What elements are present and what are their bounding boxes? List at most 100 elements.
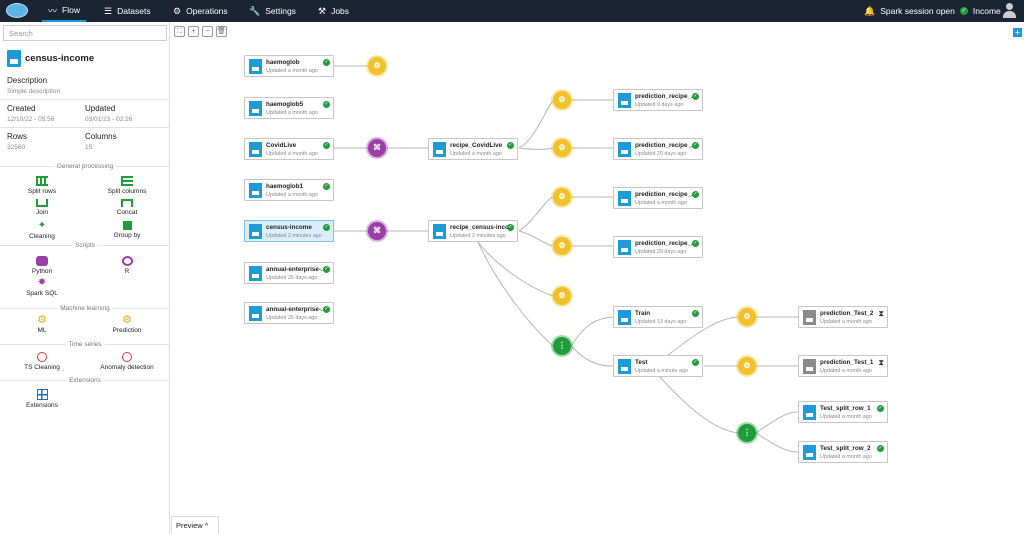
tool-split-columns[interactable]: Split columns: [97, 176, 157, 195]
zoom-out-icon[interactable]: −: [202, 26, 213, 37]
zoom-in-icon[interactable]: +: [188, 26, 199, 37]
anomaly-icon: [122, 352, 132, 362]
check-icon: ✓: [692, 191, 699, 198]
chevron-up-icon: ^: [204, 521, 209, 530]
tool-join[interactable]: Join: [12, 199, 72, 216]
edge: [477, 241, 554, 347]
session-status: Spark session open: [880, 6, 955, 16]
node-prediction-recipe-3[interactable]: prediction_recipe_...Updated a month ago…: [613, 187, 703, 209]
extensions-icon: [36, 389, 48, 400]
project-name[interactable]: Income: [972, 6, 1001, 16]
node-prediction-recipe-2[interactable]: prediction_recipe_...Updated 20 days ago…: [613, 138, 703, 160]
dataset-icon: [7, 50, 21, 67]
dataset-icon: [249, 266, 262, 281]
tool-r[interactable]: R: [97, 256, 157, 275]
tool-group-by[interactable]: Group by: [97, 221, 157, 239]
created-label: Created: [7, 104, 36, 113]
prediction-operator-icon[interactable]: ⚙: [553, 91, 571, 109]
trash-icon[interactable]: 🗑: [216, 26, 227, 37]
node-annual-enterprise-2[interactable]: annual-enterprise-...Updated 25 days ago…: [244, 302, 334, 324]
tool-prediction[interactable]: ⚙Prediction: [112, 314, 142, 335]
tool-cleaning[interactable]: ✦Cleaning: [29, 220, 55, 241]
tool-python[interactable]: Python: [12, 256, 72, 275]
dataset-icon: [249, 183, 262, 198]
python-operator-icon[interactable]: ⌘: [368, 139, 386, 157]
hourglass-icon: ⧗: [878, 358, 884, 367]
check-icon: ✓: [692, 240, 699, 247]
tool-ts-cleaning[interactable]: TS Cleaning: [12, 352, 72, 371]
tab-jobs[interactable]: ⚒Jobs: [318, 5, 350, 17]
ml-operator-icon[interactable]: ⚙: [553, 287, 571, 305]
split-rows-operator-icon[interactable]: ⋮: [738, 424, 756, 442]
prediction-operator-icon[interactable]: ⚙: [553, 237, 571, 255]
edge: [477, 241, 554, 297]
tab-settings[interactable]: 🔧Settings: [249, 5, 296, 17]
node-prediction-recipe-4[interactable]: prediction_recipe_...Updated 20 days ago…: [613, 236, 703, 258]
dataset-icon: [249, 306, 262, 321]
tab-operations[interactable]: ⚙Operations: [173, 5, 228, 17]
prediction-operator-icon[interactable]: ⚙: [553, 188, 571, 206]
description-value[interactable]: Simple description: [7, 88, 61, 95]
tool-split-rows[interactable]: Split rows: [12, 176, 72, 195]
recipe-icon: [618, 310, 631, 325]
edge: [518, 147, 554, 150]
node-prediction-recipe-1[interactable]: prediction_recipe_...Updated 9 days ago✓: [613, 89, 703, 111]
check-icon: ✓: [323, 142, 330, 149]
tab-datasets[interactable]: ☰Datasets: [104, 5, 151, 17]
check-icon: ✓: [323, 306, 330, 313]
tool-ml[interactable]: ⚙ML: [37, 314, 47, 335]
join-icon: [36, 199, 48, 207]
search-input[interactable]: Search: [3, 25, 167, 41]
recipe-icon: [433, 142, 446, 157]
edge: [518, 196, 554, 232]
recipe-icon: [803, 310, 816, 325]
split-rows-operator-icon[interactable]: ⋮: [553, 337, 571, 355]
edge: [570, 345, 614, 367]
edge: [755, 432, 799, 453]
user-avatar-icon[interactable]: [1002, 3, 1016, 19]
add-node-button[interactable]: +: [1013, 28, 1022, 37]
check-icon: ✓: [323, 266, 330, 273]
tool-spark-sql[interactable]: ✸Spark SQL: [26, 277, 58, 298]
dataset-icon: [249, 142, 262, 157]
node-annual-enterprise-1[interactable]: annual-enterprise-...Updated 25 days ago…: [244, 262, 334, 284]
prediction-operator-icon[interactable]: ⚙: [738, 308, 756, 326]
prediction-operator-icon[interactable]: ⚙: [553, 139, 571, 157]
python-operator-icon[interactable]: ⌘: [368, 222, 386, 240]
prediction-operator-icon[interactable]: ⚙: [738, 357, 756, 375]
tab-flow[interactable]: 〰Flow: [42, 0, 86, 22]
check-icon: ✓: [877, 405, 884, 412]
edge: [659, 376, 739, 434]
app-logo[interactable]: [6, 3, 28, 18]
flow-icon: 〰: [48, 5, 58, 16]
dataset-icon: [249, 224, 262, 239]
preview-tab[interactable]: Preview ^: [171, 516, 219, 534]
split-columns-icon: [121, 176, 133, 186]
tool-anomaly-detection[interactable]: Anomaly detection: [97, 352, 157, 371]
dataset-icon: [249, 59, 262, 74]
check-icon: ✓: [507, 142, 514, 149]
fit-view-icon[interactable]: ⛶: [174, 26, 185, 37]
gear-icon: ⚙: [173, 5, 182, 16]
section-scripts: Scripts: [72, 242, 98, 249]
tool-concat[interactable]: Concat: [97, 199, 157, 216]
ml-operator-icon[interactable]: ⚙: [368, 57, 386, 75]
edge: [518, 100, 554, 149]
bell-icon[interactable]: 🔔: [864, 5, 876, 16]
rows-label: Rows: [7, 132, 28, 141]
sidebar: Search census-income Description Simple …: [0, 22, 170, 534]
tool-extensions[interactable]: Extensions: [12, 389, 72, 409]
